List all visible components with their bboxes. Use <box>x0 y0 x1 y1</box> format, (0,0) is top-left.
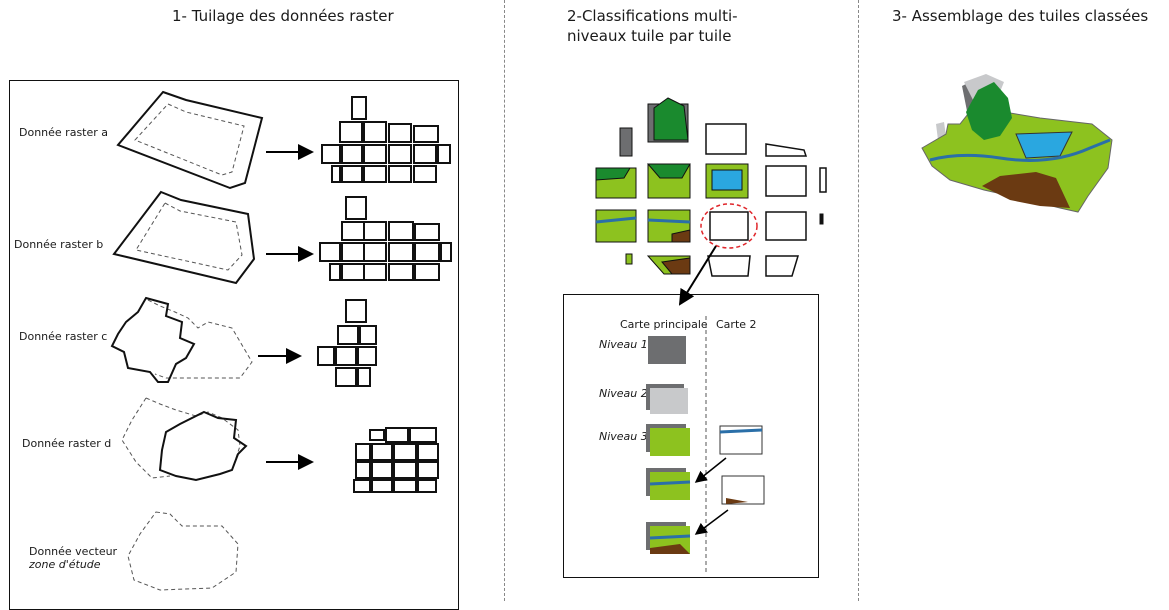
label-zone-etude: zone d'étude <box>29 558 101 571</box>
raster-a-tiles <box>321 96 451 183</box>
section-divider-2 <box>858 0 859 601</box>
tile-empty <box>705 123 747 155</box>
arrow-soil-merge <box>694 509 729 535</box>
selected-tile-highlight <box>700 203 758 249</box>
tile-empty-edge <box>765 143 808 157</box>
title-step-2-line-2: niveaux tuile par tuile <box>567 27 732 45</box>
niveau-2-tile <box>646 384 688 414</box>
title-step-2: 2-Classifications multi- niveaux tuile p… <box>567 6 797 46</box>
merged-river-tile <box>646 468 691 500</box>
label-niveau-3: Niveau 3 <box>599 430 648 443</box>
tile-soil <box>646 255 691 275</box>
raster-b-outline <box>112 190 256 285</box>
raster-a-outline <box>116 90 264 190</box>
raster-c-outline <box>110 296 253 383</box>
label-raster-b: Donnée raster b <box>14 238 104 251</box>
tile-empty <box>765 165 807 197</box>
classified-tile-mosaic <box>595 97 827 277</box>
column-header-map-2: Carte 2 <box>716 318 757 331</box>
label-niveau-1: Niveau 1 <box>599 338 648 351</box>
label-raster-a: Donnée raster a <box>19 126 109 139</box>
label-vecteur: Donnée vecteur <box>29 545 118 558</box>
tile-river-1 <box>595 209 637 243</box>
niveau-1-tile <box>648 336 686 364</box>
tile-river-2 <box>647 209 691 243</box>
tile-selected <box>709 211 749 241</box>
tile-green-forest <box>647 97 689 143</box>
title-step-3: 3- Assemblage des tuiles classées <box>892 7 1149 25</box>
assembled-classified-map <box>921 74 1113 213</box>
arrow-to-detail <box>678 245 717 306</box>
arrow-river-merge <box>694 457 727 483</box>
section-divider-1 <box>504 0 505 601</box>
title-step-1: 1- Tuilage des données raster <box>172 7 394 25</box>
column-header-main-map: Carte principale <box>620 318 708 331</box>
raster-c-tiles <box>317 299 377 387</box>
niveau-3-tile <box>646 424 690 456</box>
label-niveau-2: Niveau 2 <box>599 387 648 400</box>
raster-d-tiles <box>353 427 439 493</box>
label-raster-c: Donnée raster c <box>19 330 108 343</box>
vector-study-zone-outline <box>127 511 239 591</box>
carte-2-soil-tile <box>721 475 765 505</box>
title-step-2-line-1: 2-Classifications multi- <box>567 7 738 25</box>
merged-soil-tile <box>646 522 691 554</box>
raster-d-outline <box>121 397 248 482</box>
label-raster-d: Donnée raster d <box>22 437 112 450</box>
raster-b-tiles <box>319 196 452 281</box>
tile-mixed-1 <box>595 167 637 199</box>
tile-water <box>705 163 749 199</box>
carte-2-river-tile <box>719 425 763 455</box>
tile-mixed-2 <box>646 163 691 199</box>
